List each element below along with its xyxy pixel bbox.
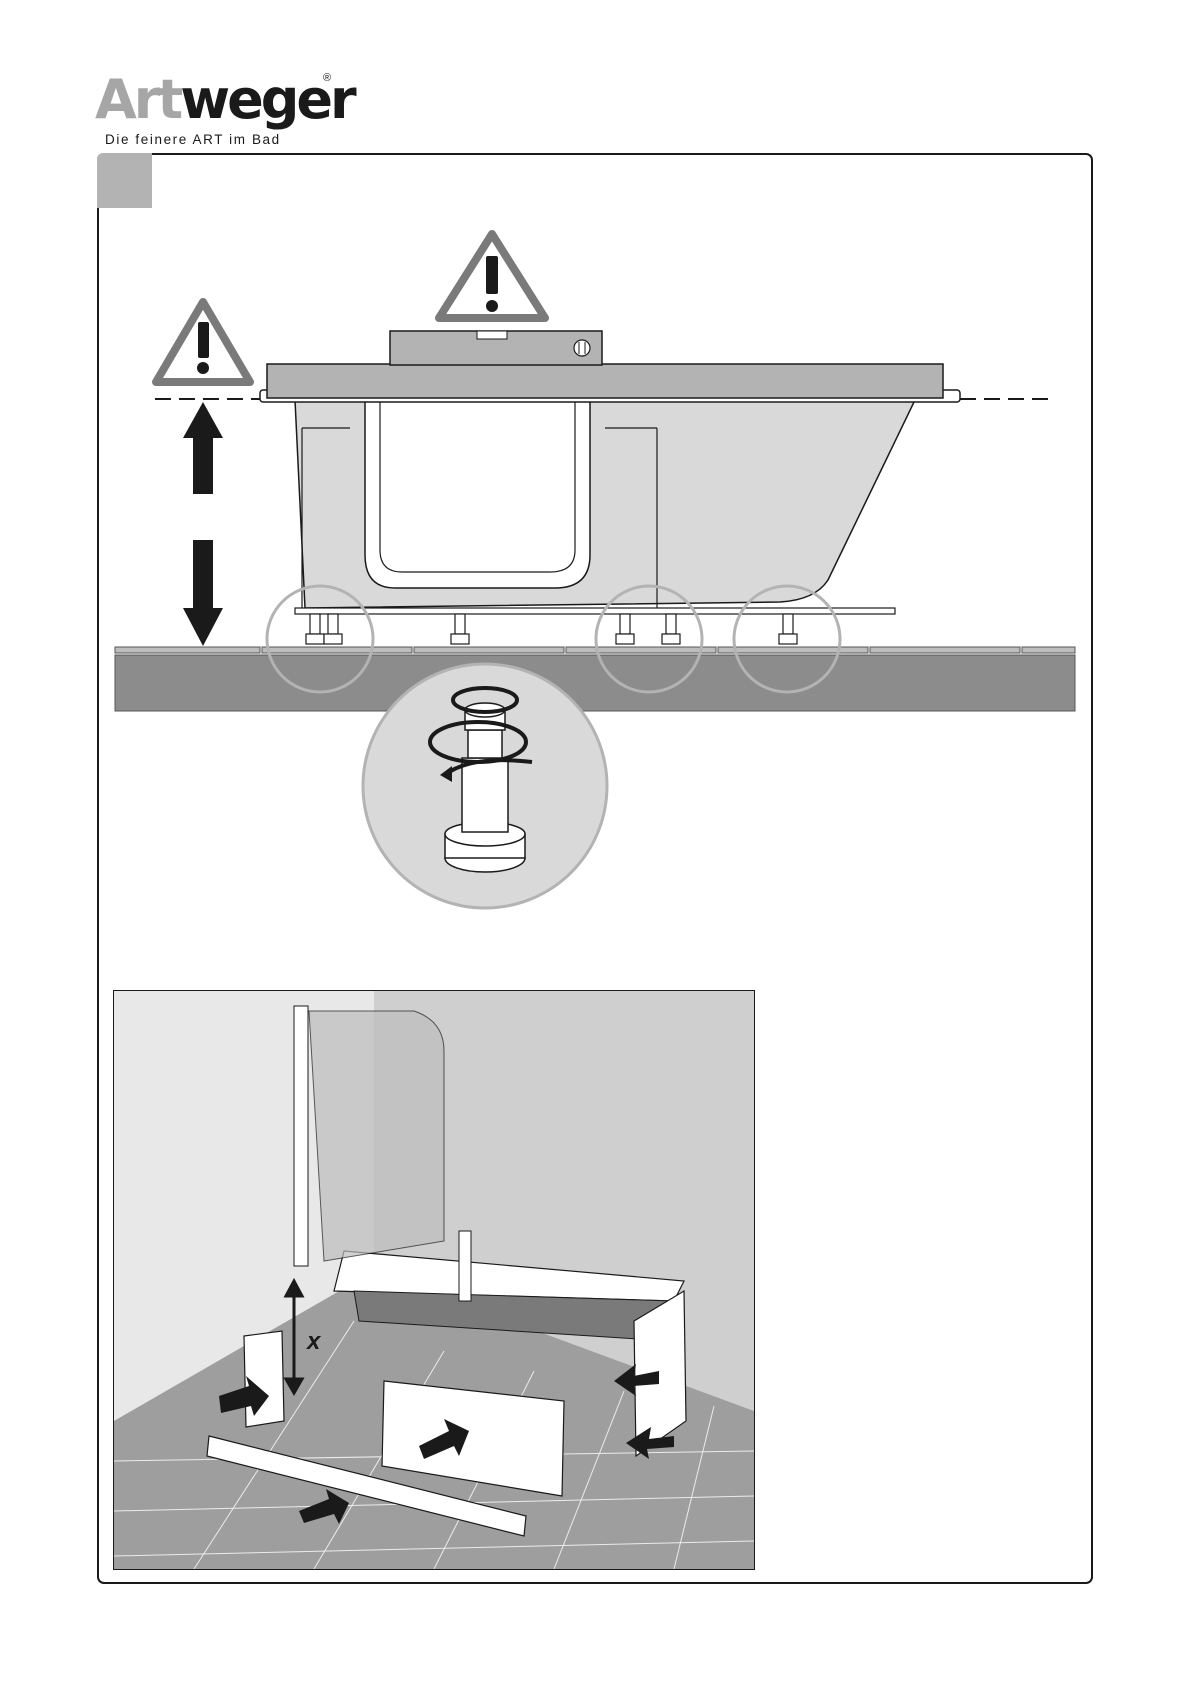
logo-part-art: Art xyxy=(95,68,180,131)
level-board xyxy=(267,364,943,398)
logo-wordmark: Artweger xyxy=(95,70,354,130)
step-corner-tab xyxy=(97,153,152,208)
arrow-down-icon xyxy=(183,540,223,646)
arrow-up-icon xyxy=(183,402,223,494)
floor-tiles xyxy=(115,647,1075,653)
warning-triangle-icon xyxy=(156,302,250,382)
brand-logo: Artweger ® Die feinere ART im Bad xyxy=(95,70,355,152)
shower-screen xyxy=(309,1011,444,1261)
warning-triangle-icon xyxy=(439,234,545,318)
side-panel-small xyxy=(244,1331,284,1427)
level-tool-icon xyxy=(390,331,602,365)
adjustable-feet xyxy=(306,614,797,644)
tub-base-rail xyxy=(295,608,895,614)
floor-slab xyxy=(115,655,1075,711)
tub-door xyxy=(459,1231,471,1301)
screen-profile xyxy=(294,1006,308,1266)
installation-scene: x xyxy=(114,991,754,1569)
dimension-label: x xyxy=(305,1328,322,1355)
tub-door-opening xyxy=(365,400,590,588)
levelling-diagram xyxy=(100,210,1080,920)
foot-detail-zoom xyxy=(363,664,607,908)
registered-mark: ® xyxy=(323,72,331,84)
logo-tagline: Die feinere ART im Bad xyxy=(105,132,281,147)
panel-installation-illustration: x xyxy=(113,990,755,1570)
